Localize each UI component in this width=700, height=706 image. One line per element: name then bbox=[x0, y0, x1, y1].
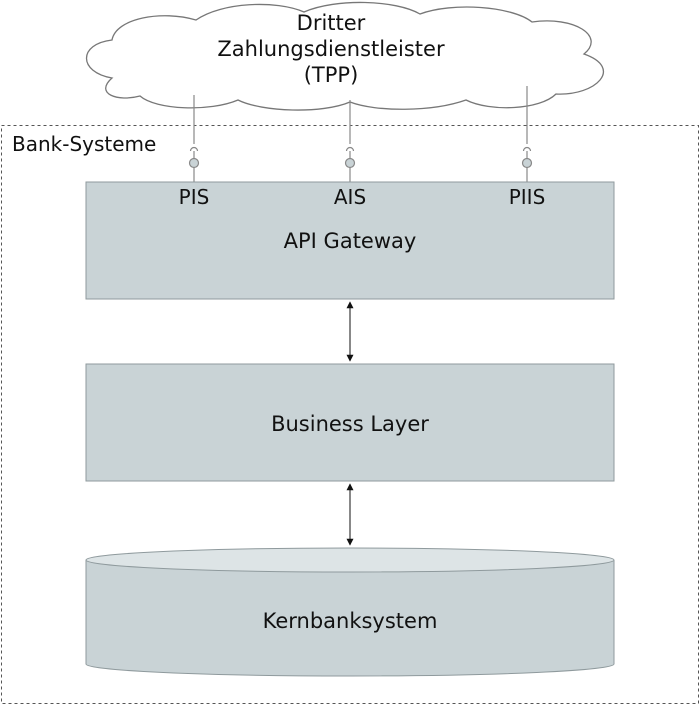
api-gateway-label: API Gateway bbox=[284, 229, 417, 253]
business-layer-label: Business Layer bbox=[271, 412, 429, 436]
piis-connector bbox=[521, 86, 533, 182]
core-banking-label: Kernbanksystem bbox=[263, 609, 438, 633]
tpp-label-line-3: (TPP) bbox=[304, 63, 359, 87]
tpp-label-line-1: Dritter bbox=[297, 11, 366, 35]
interface-ais-label: AIS bbox=[334, 185, 366, 209]
business-layer-box bbox=[85, 363, 615, 482]
pis-connector bbox=[188, 95, 200, 182]
tpp-cloud bbox=[85, 1, 605, 111]
interface-pis-label: PIS bbox=[179, 185, 210, 209]
interface-piis-label: PIIS bbox=[509, 185, 546, 209]
core-banking-cylinder bbox=[85, 547, 615, 677]
bank-systems-label: Bank-Systeme bbox=[12, 132, 156, 156]
api-gateway-box bbox=[85, 181, 615, 300]
tpp-label-line-2: Zahlungsdienstleister bbox=[217, 37, 445, 61]
ais-connector bbox=[344, 100, 356, 182]
